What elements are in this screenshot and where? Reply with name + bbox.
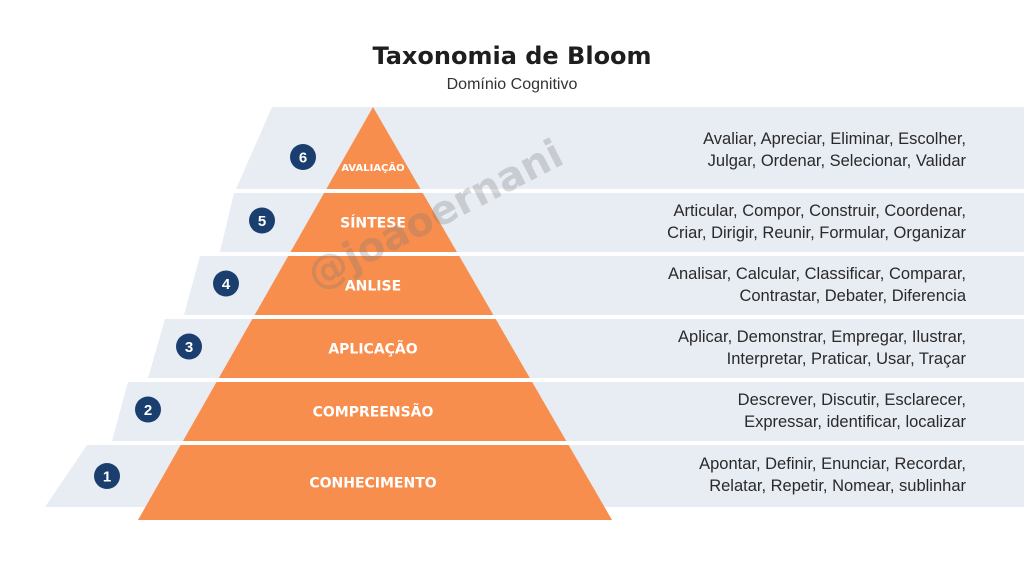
level-verbs: Apontar, Definir, Enunciar, Recordar, Rel… (546, 453, 966, 497)
level-number-badge (94, 463, 120, 489)
level-label: APLICAÇÃO (328, 341, 417, 358)
level-verbs: Avaliar, Apreciar, Eliminar, Escolher, Ju… (546, 128, 966, 172)
pyramid-segment (254, 256, 494, 315)
verbs-line: Avaliar, Apreciar, Eliminar, Escolher, (703, 130, 966, 148)
level-label: COMPREENSÃO (313, 404, 434, 421)
level-verbs: Analisar, Calcular, Classificar, Compara… (546, 263, 966, 307)
level-number-badge (290, 144, 316, 170)
level-number: 5 (258, 213, 266, 230)
pyramid-segment (290, 193, 457, 252)
level-label: SÍNTESE (340, 215, 406, 232)
verbs-line: Contrastar, Debater, Diferencia (739, 286, 966, 305)
level-number-badge (135, 396, 161, 423)
level-number-badge (213, 270, 239, 297)
level-label: ANLISE (345, 279, 401, 295)
verbs-line: Interpretar, Praticar, Usar, Traçar (726, 349, 966, 368)
verbs-line: Descrever, Discutir, Esclarecer, (737, 390, 966, 409)
level-label: AVALIAÇÃO (341, 161, 404, 174)
level-verbs: Aplicar, Demonstrar, Empregar, Ilustrar,… (546, 326, 966, 370)
pyramid-segment (182, 382, 567, 441)
diagram-title: Taxonomia de Bloom (372, 42, 652, 70)
pyramid-segment (326, 107, 421, 189)
verbs-line: Criar, Dirigir, Reunir, Formular, Organi… (667, 223, 966, 242)
verbs-line: Relatar, Repetir, Nomear, sublinhar (709, 477, 966, 495)
pyramid-segment (138, 445, 612, 520)
level-number-badge (176, 333, 202, 360)
verbs-line: Aplicar, Demonstrar, Empregar, Ilustrar, (678, 327, 966, 346)
level-number: 6 (299, 150, 307, 167)
verbs-line: Expressar, identificar, localizar (744, 412, 966, 431)
diagram-subtitle: Domínio Cognitivo (446, 76, 578, 93)
pyramid-segment (218, 319, 530, 378)
verbs-line: Articular, Compor, Construir, Coordenar, (673, 201, 966, 220)
level-verbs: Descrever, Discutir, Esclarecer, Expressa… (546, 389, 966, 433)
level-number: 3 (185, 339, 193, 356)
verbs-line: Apontar, Definir, Enunciar, Recordar, (699, 455, 966, 473)
verbs-line: Julgar, Ordenar, Selecionar, Validar (707, 152, 966, 170)
level-number-badge (249, 207, 275, 234)
level-label: CONHECIMENTO (309, 476, 436, 492)
level-band (236, 107, 1024, 189)
level-verbs: Articular, Compor, Construir, Coordenar,… (546, 200, 966, 244)
level-number: 1 (103, 469, 111, 486)
verbs-line: Analisar, Calcular, Classificar, Compara… (667, 264, 966, 283)
level-number: 4 (222, 276, 231, 293)
level-number: 2 (144, 402, 152, 419)
